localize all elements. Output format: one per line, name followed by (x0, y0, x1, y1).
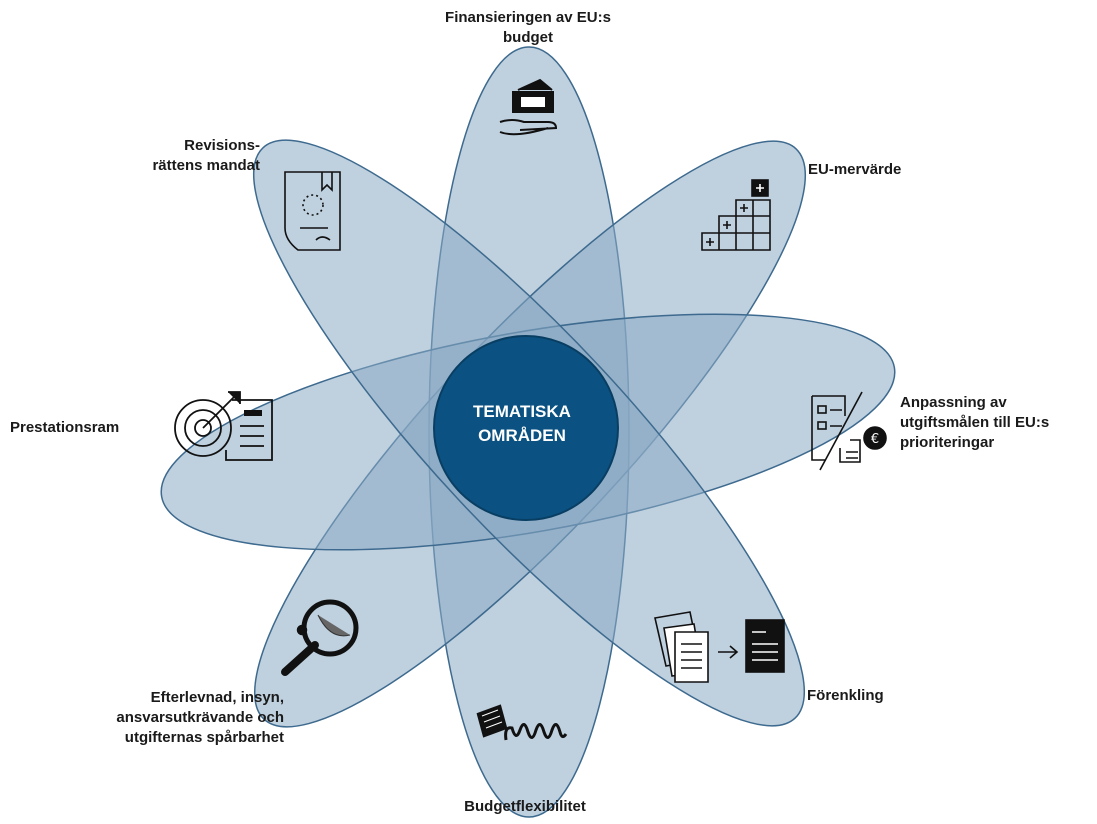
documents-arrow-icon (654, 611, 785, 683)
label-flexibility: Budgetflexibilitet (464, 798, 586, 815)
label-compliance: Efterlevnad, insyn, ansvarsutkrävande oc… (116, 689, 284, 746)
label-added-value: EU-mervärde (808, 161, 902, 178)
center-circle (433, 335, 619, 521)
svg-text:€: € (871, 432, 879, 447)
money-hand-icon (499, 78, 558, 136)
checklist-euro-icon: € (811, 391, 887, 471)
label-alignment: Anpassning av utgiftsmålen till EU:s pri… (900, 394, 1050, 451)
center-title-line1: TEMATISKA (473, 402, 571, 421)
label-mandate: Revisions- rättens mandat (152, 137, 260, 174)
label-performance: Prestationsram (10, 419, 120, 436)
center-title-line2: OMRÅDEN (478, 426, 566, 445)
center-title: TEMATISKA OMRÅDEN (447, 400, 597, 448)
magnifier-icon (281, 599, 359, 676)
stairs-plus-icon (701, 179, 771, 251)
certificate-icon (284, 171, 341, 251)
label-financing: Finansieringen av EU:s budget (445, 9, 611, 46)
money-spring-icon (476, 704, 568, 741)
label-simplification: Förenkling (807, 687, 884, 704)
target-list-icon (174, 391, 273, 461)
